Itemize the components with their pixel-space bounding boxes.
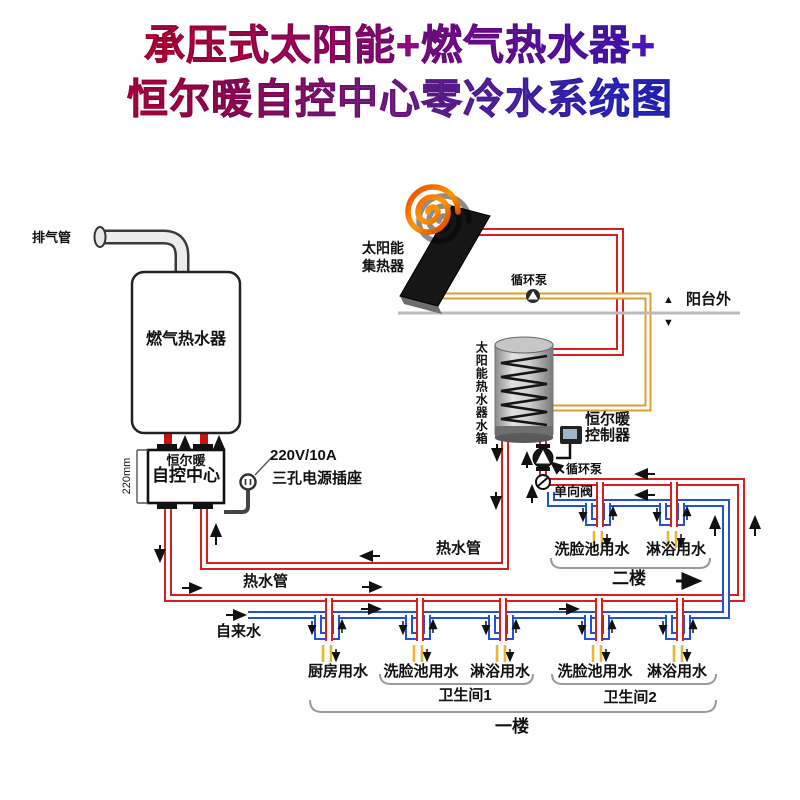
solar-hot-pipe <box>478 232 620 352</box>
bathroom2-label: 卫生间2 <box>603 689 657 706</box>
f1-shower1-label: 淋浴用水 <box>469 663 531 680</box>
f2-basin-label: 洗脸池用水 <box>554 541 630 558</box>
f1-basin1-label: 洗脸池用水 <box>383 663 459 680</box>
gas-water-heater <box>130 270 242 452</box>
exhaust-pipe-label: 排气管 <box>32 230 72 245</box>
power-spec-label: 220V/10A <box>270 447 337 464</box>
control-center-label-2: 自控中心 <box>152 466 220 485</box>
hot-pipe-return-label: 热水管 <box>436 540 482 557</box>
flow-arrows <box>154 435 761 663</box>
heat-exchanger-coil <box>500 354 548 427</box>
balcony-down-icon: ▼ <box>663 317 674 329</box>
fixture-connections <box>318 482 687 662</box>
check-valve-label: 单向阀 <box>554 484 594 499</box>
collector-label-2: 集热器 <box>362 258 404 274</box>
power-socket <box>224 456 273 514</box>
f1-shower2-label: 淋浴用水 <box>646 663 708 680</box>
f1-basin2-label: 洗脸池用水 <box>557 663 633 680</box>
floor-pump-icon <box>532 444 554 471</box>
power-socket-label: 三孔电源插座 <box>272 470 363 487</box>
collector-label-1: 太阳能 <box>362 240 404 256</box>
f2-shower-label: 淋浴用水 <box>645 541 707 558</box>
bathroom1-label: 卫生间1 <box>438 687 492 704</box>
balcony-up-icon: ▲ <box>663 294 674 306</box>
balcony-label: 阳台外 <box>686 291 732 308</box>
floor1-label: 一楼 <box>495 717 529 736</box>
tap-water-label: 自来水 <box>216 623 262 640</box>
sun-spiral-icon <box>405 184 461 235</box>
solar-tank <box>494 336 554 443</box>
tank-label: 太阳能热水器水箱 <box>474 341 489 445</box>
title-line1: 承压式太阳能+燃气热水器+ <box>0 20 800 70</box>
check-valve-icon <box>535 474 551 490</box>
control-center-box <box>136 444 273 514</box>
dimension-lines <box>136 449 148 504</box>
floor2-label: 二楼 <box>612 569 646 588</box>
hot-pipe-supply-label: 热水管 <box>243 573 289 590</box>
title-line2: 恒尔暖自控中心零冷水系统图 <box>0 74 800 124</box>
controller-unit <box>556 426 582 460</box>
solar-collector-panel <box>399 184 491 314</box>
solar-pump-icon <box>526 289 540 303</box>
dimension-label: 220mm <box>120 457 133 495</box>
floor-pump-label: 循环泵 <box>566 462 603 476</box>
gas-heater-label: 燃气热水器 <box>145 331 227 348</box>
faucet-outlets <box>321 531 684 662</box>
exhaust-pipe <box>95 226 183 274</box>
kitchen-label: 厨房用水 <box>307 663 369 680</box>
controller-label-2: 控制器 <box>585 427 631 444</box>
control-center-label-1: 恒尔暖 <box>166 453 206 468</box>
group-brackets <box>309 557 717 713</box>
controller-label-1: 恒尔暖 <box>585 411 631 428</box>
solar-pump-label: 循环泵 <box>511 273 548 287</box>
